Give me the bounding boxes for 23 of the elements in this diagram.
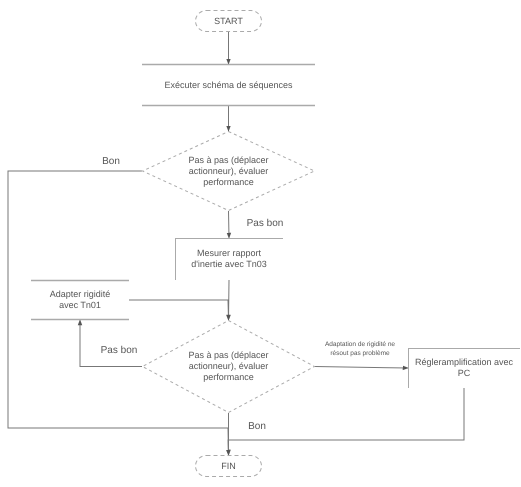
arrow [226, 106, 231, 132]
node-text: Exécuter schéma de séquences [163, 80, 294, 90]
arrow [226, 280, 231, 321]
arrow [226, 412, 231, 456]
arrow [226, 32, 231, 65]
process-box [175, 238, 283, 280]
node-text: Adapter rigidité avec Tn01 [48, 289, 112, 311]
node-text: START [213, 16, 244, 26]
process-box [31, 280, 129, 320]
arrow [226, 210, 232, 239]
decision-diamond [142, 131, 315, 211]
node-text: Pas à pas (déplacer actionneur), évaluer performance [187, 154, 270, 188]
arrow [128, 300, 231, 321]
node-text: Régleramplification avec PC [414, 357, 514, 379]
node-text: Mesurer rapport d'inertie avec Tn03 [190, 248, 268, 270]
arrow [78, 319, 142, 367]
arrow [314, 366, 409, 370]
process-box [408, 348, 520, 388]
process-box [142, 64, 315, 106]
node-text: FIN [220, 460, 237, 472]
node-text: Pas à pas (déplacer actionneur), évaluer performance [187, 350, 270, 383]
arrow [226, 388, 464, 456]
decision-diamond [142, 320, 315, 413]
